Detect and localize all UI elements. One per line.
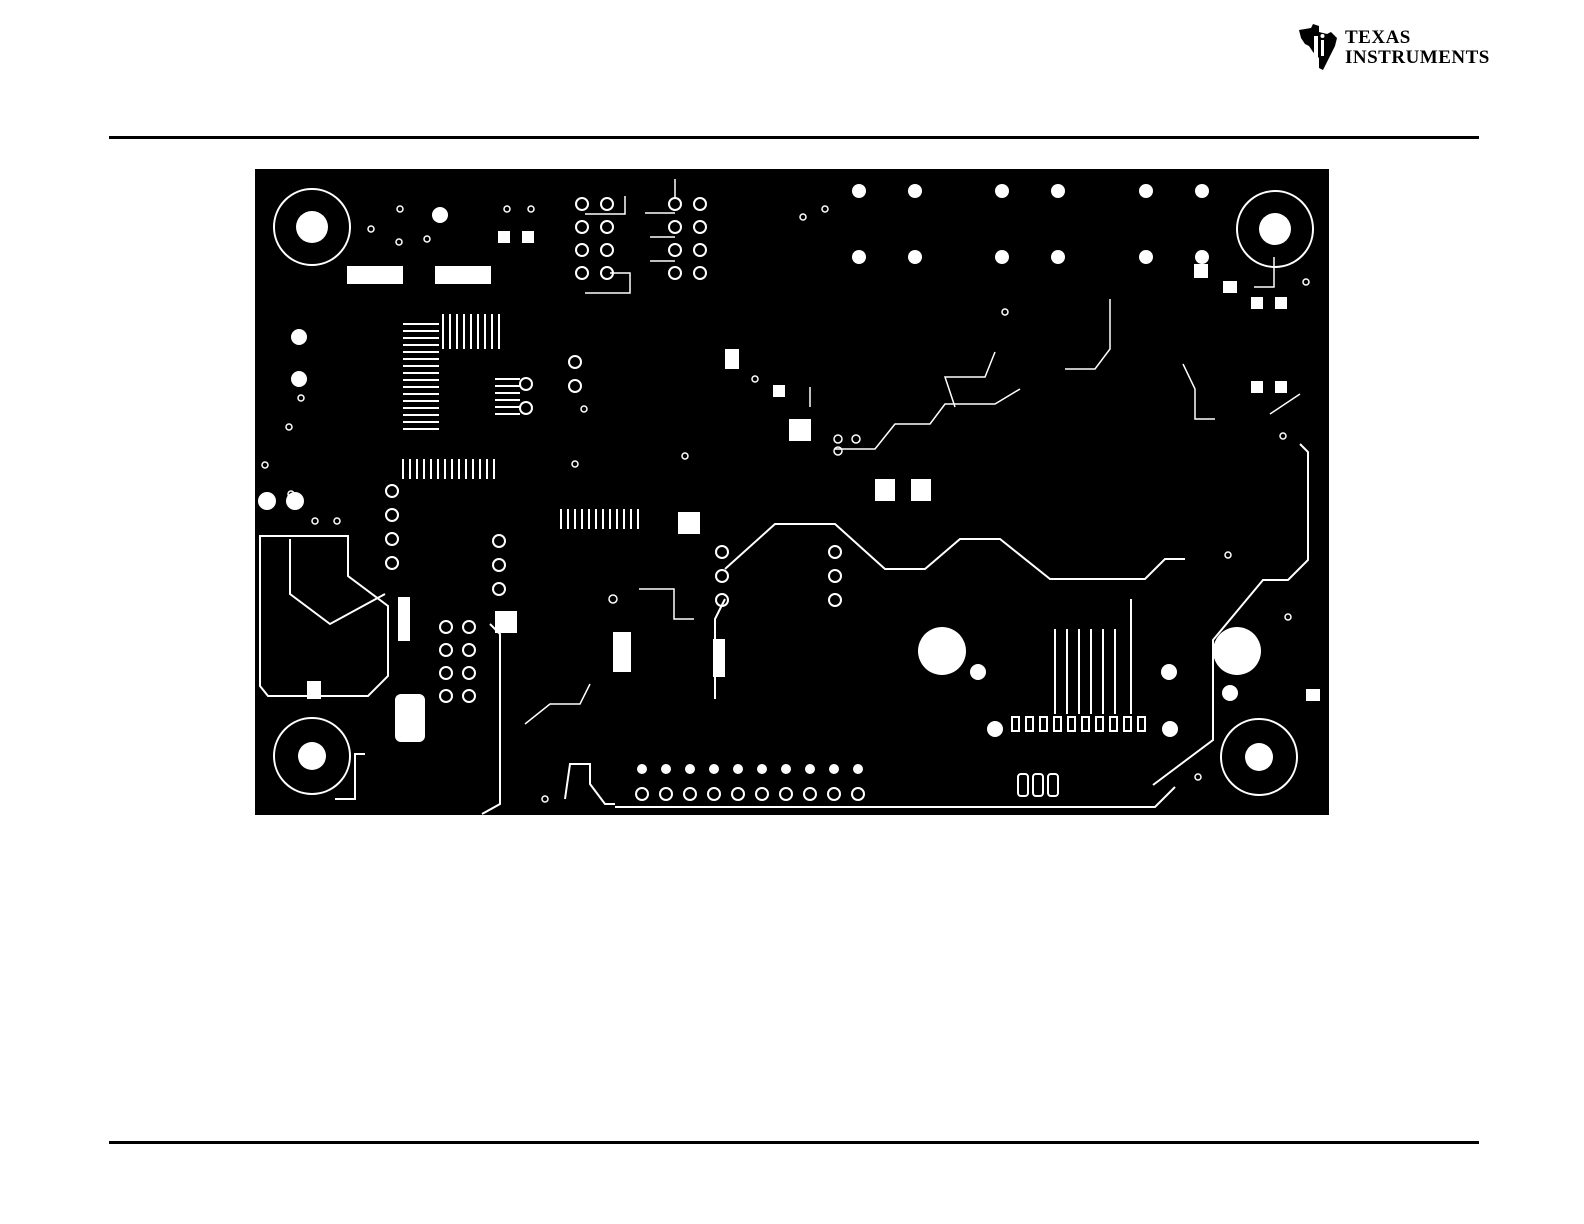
header-rule	[109, 136, 1479, 139]
footer-rule	[109, 1141, 1479, 1144]
logo-line-2: Instruments	[1345, 48, 1490, 68]
pcb-layout-image	[255, 169, 1329, 815]
ti-logo-icon	[1297, 24, 1341, 72]
texas-instruments-logo: Texas Instruments	[1297, 22, 1483, 78]
logo-line-1: Texas	[1345, 28, 1490, 48]
